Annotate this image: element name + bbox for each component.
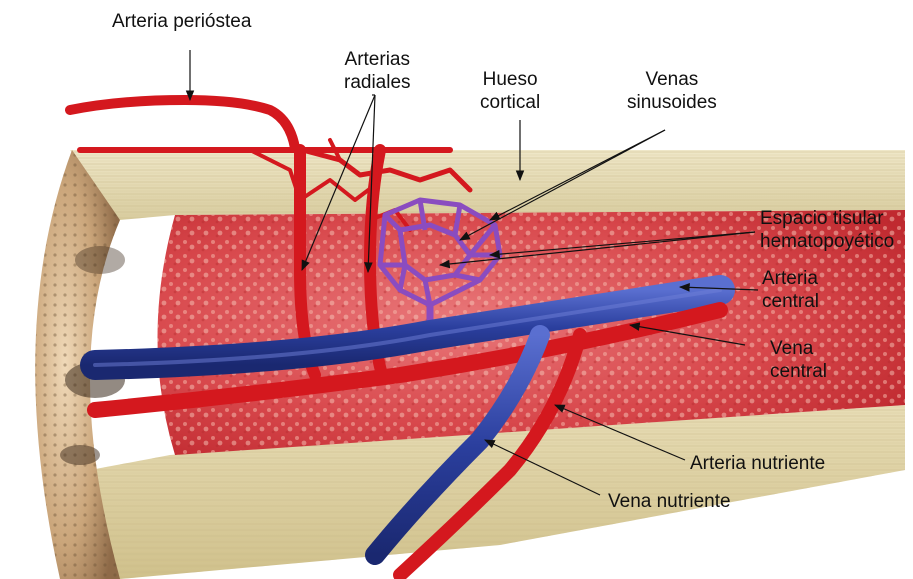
label-vena-central: Vena central xyxy=(770,337,827,383)
label-vena-nutriente: Vena nutriente xyxy=(608,490,731,513)
label-arteria-central: Arteria central xyxy=(762,267,819,313)
label-venas-sinusoides: Venas sinusoides xyxy=(627,68,717,114)
label-arteria-periostea: Arteria perióstea xyxy=(112,10,251,33)
label-arterias-radiales: Arterias radiales xyxy=(344,48,411,94)
label-espacio-tisular: Espacio tisular hematopoyético xyxy=(760,207,894,253)
label-arteria-nutriente: Arteria nutriente xyxy=(690,452,825,475)
periosteal-artery xyxy=(70,100,450,150)
label-hueso-cortical: Hueso cortical xyxy=(480,68,540,114)
